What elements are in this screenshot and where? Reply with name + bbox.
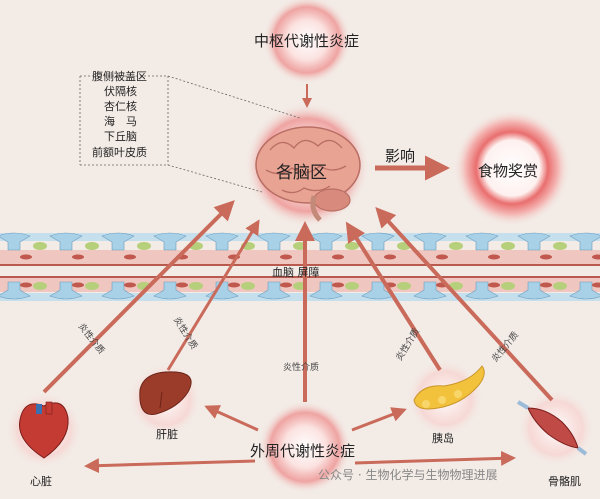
barrier-pericyte [345, 282, 359, 290]
barrier-astrocyte [517, 232, 551, 251]
barrier-pericyte [345, 242, 359, 250]
endothelial-nucleus [20, 254, 32, 260]
barrier-astrocyte [465, 281, 499, 300]
barrier-astrocyte [413, 232, 447, 251]
liver-illustration [139, 371, 192, 415]
arrow-pancreas-to-brain [345, 221, 442, 372]
barrier-astrocyte [413, 281, 447, 300]
barrier-astrocyte [361, 232, 395, 251]
endothelial-nucleus [332, 254, 344, 260]
barrier-pericyte [137, 242, 151, 250]
barrier-pericyte [449, 242, 463, 250]
watermark: 公众号 · 生物化学与生物物理进展 [318, 468, 498, 482]
barrier-pericyte [189, 282, 203, 290]
pancreas-label: 胰岛 [432, 432, 454, 445]
brain-illustration [255, 126, 361, 222]
barrier-pericyte [397, 282, 411, 290]
barrier-astrocyte [153, 232, 187, 251]
arrows [42, 84, 554, 474]
barrier-pericyte [241, 282, 255, 290]
food-reward-halo [454, 110, 570, 226]
barrier-astrocyte [309, 232, 343, 251]
barrier-astrocyte [569, 232, 600, 251]
endothelial-nucleus [488, 282, 500, 288]
endothelial-nucleus [384, 254, 396, 260]
barrier-pericyte [501, 242, 515, 250]
endothelial-nucleus [436, 254, 448, 260]
region-amygdala: 杏仁核 [104, 100, 137, 113]
mediator-label-center: 炎性介质 [283, 363, 320, 373]
muscle-illustration [516, 400, 588, 456]
heart-illustration [19, 401, 69, 459]
region-hypothalamus: 下丘脑 [104, 130, 137, 143]
barrier-astrocyte [101, 281, 135, 300]
arrow-peripheral-to-liver [204, 405, 259, 432]
barrier-astrocyte [153, 281, 187, 300]
muscle-label: 骨骼肌 [548, 475, 581, 488]
region-hippocampus: 海 马 [104, 115, 137, 128]
barrier-astrocyte [257, 281, 291, 300]
barrier-astrocyte [0, 281, 31, 300]
central-metabolic-label: 中枢代谢性炎症 [254, 32, 360, 50]
influence-label: 影响 [385, 147, 416, 165]
arrow-peripheral-to-pancreas [351, 407, 407, 432]
barrier-astrocyte [49, 232, 83, 251]
region-bracket [79, 75, 301, 193]
heart-label: 心脏 [30, 475, 52, 488]
barrier-astrocyte [569, 281, 600, 300]
endothelial-nucleus [540, 282, 552, 288]
barrier-astrocyte [309, 281, 343, 300]
barrier-astrocyte [205, 232, 239, 251]
endothelial-nucleus [540, 254, 552, 260]
peripheral-halo [259, 401, 351, 493]
endothelial-nucleus [176, 282, 188, 288]
pancreas-illustration [413, 365, 485, 410]
barrier-pericyte [553, 282, 567, 290]
liver-label: 肝脏 [156, 428, 178, 441]
barrier-astrocyte [101, 232, 135, 251]
barrier-astrocyte [517, 281, 551, 300]
endothelial-nucleus [332, 282, 344, 288]
arrow-peripheral-to-heart [84, 458, 256, 474]
endothelial-nucleus [488, 254, 500, 260]
region-nucleus-accumbens: 伏隔核 [104, 85, 137, 98]
barrier-pericyte [85, 242, 99, 250]
endothelial-nucleus [124, 254, 136, 260]
endothelial-nucleus [228, 282, 240, 288]
endothelial-nucleus [72, 282, 84, 288]
barrier-astrocyte [465, 232, 499, 251]
arrow-muscle-to-brain [375, 207, 554, 402]
barrier-pericyte [501, 282, 515, 290]
endothelial-nucleus [20, 282, 32, 288]
barrier-pericyte [33, 282, 47, 290]
arrow-liver-to-brain [166, 219, 260, 371]
endothelial-nucleus [280, 254, 292, 260]
central-halo [263, 0, 351, 84]
endothelial-nucleus [72, 254, 84, 260]
brain-regions-label: 各脑区 [276, 163, 327, 183]
endothelial-nucleus [592, 282, 600, 288]
barrier-astrocyte [0, 232, 31, 251]
barrier-astrocyte [361, 281, 395, 300]
barrier-pericyte [85, 282, 99, 290]
region-vta: 腹侧被盖区 [92, 70, 147, 83]
region-prefrontal-cortex: 前额叶皮质 [92, 146, 147, 159]
arrow-peripheral-to-muscle [354, 450, 516, 466]
barrier-astrocyte [49, 281, 83, 300]
barrier-pericyte [33, 242, 47, 250]
endothelial-nucleus [124, 282, 136, 288]
barrier-pericyte [449, 282, 463, 290]
arrow-heart-to-brain [42, 200, 235, 394]
barrier-pericyte [553, 242, 567, 250]
blood-brain-barrier-label: 血脑 屏障 [272, 266, 320, 279]
peripheral-metabolic-label: 外周代谢性炎症 [250, 442, 356, 460]
endothelial-nucleus [592, 254, 600, 260]
endothelial-nucleus [280, 282, 292, 288]
barrier-astrocyte [257, 232, 291, 251]
food-reward-label: 食物奖赏 [478, 162, 539, 180]
